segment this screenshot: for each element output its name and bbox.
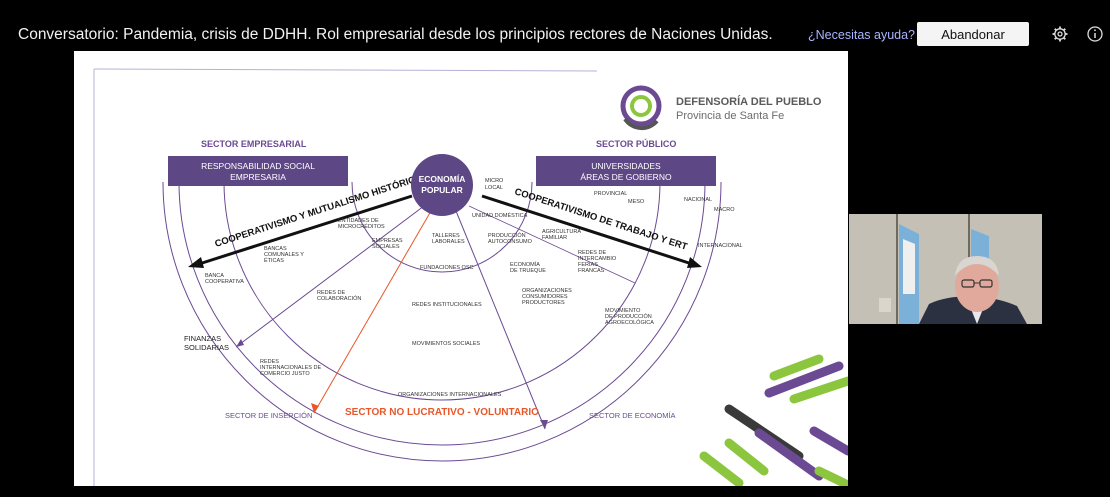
redes-intercambio-line2: INTERCAMBIO: [578, 256, 617, 262]
talleres-line2: LABORALES: [432, 239, 465, 245]
agricultura-line2: FAMILIAR: [542, 235, 567, 241]
produccion-line1: PRODUCCIÓN: [488, 232, 526, 239]
provincial-label: PROVINCIAL: [594, 191, 627, 197]
redes-intercambio-line1: REDES DE: [578, 250, 606, 256]
help-link[interactable]: ¿Necesitas ayuda?: [808, 28, 916, 42]
empresas-line1: EMPRESAS: [372, 238, 403, 244]
internacional-label: INTERNACIONAL: [698, 243, 743, 249]
mov-produccion-line2: DE PRODUCCIÓN: [605, 313, 652, 320]
finanzas-line1: FINANZAS: [184, 334, 221, 343]
universities-box: [536, 156, 716, 186]
meso-label: MESO: [628, 199, 645, 205]
economia-popular-diagram: DEFENSORÍA DEL PUEBLO Provincia de Santa…: [93, 68, 848, 486]
defensoria-logo: [620, 85, 662, 131]
mov-produccion-line3: AGROECOLÓGICA: [605, 319, 654, 326]
sector-insercion-label: SECTOR DE INSERCIÓN: [225, 411, 312, 420]
fundaciones-label: FUNDACIONES OSC: [420, 265, 474, 271]
csr-box: [168, 156, 348, 186]
logo-title: DEFENSORÍA DEL PUEBLO: [676, 95, 822, 108]
sector-economia-label: SECTOR DE ECONOMÍA: [589, 411, 676, 420]
empresas-line2: SOCIALES: [372, 244, 400, 250]
bancas-line3: ÉTICAS: [264, 257, 284, 264]
trueque-line2: DE TRUEQUE: [510, 268, 546, 274]
info-icon[interactable]: [1086, 25, 1104, 43]
center-line1: ECONOMÍA: [419, 174, 466, 184]
mov-produccion-line1: MOVIMIENTO: [605, 308, 641, 314]
bancas-line2: COMUNALES Y: [264, 252, 304, 258]
concentric-arcs: [162, 181, 722, 462]
gear-icon[interactable]: [1051, 25, 1069, 43]
banca-coop-line2: COOPERATIVA: [205, 279, 244, 285]
leave-button[interactable]: Abandonar: [917, 22, 1029, 46]
talleres-line1: TALLERES: [432, 233, 460, 239]
sector-no-lucrativo-label: SECTOR NO LUCRATIVO - VOLUNTARIO: [345, 407, 539, 418]
participant-video-feed: [849, 214, 1042, 324]
csr-box-line1: RESPONSABILIDAD SOCIAL: [201, 161, 315, 171]
decorative-stripes: [699, 354, 848, 486]
unidad-domestica-label: UNIDAD DOMÉSTICA: [472, 212, 528, 219]
frame-top-line: [93, 68, 598, 72]
economia-popular-circle: [411, 154, 473, 216]
diagram-small-labels: MICRO LOCAL PROVINCIAL MESO NACIONAL MAC…: [205, 178, 743, 398]
bancas-line1: BANCAS: [264, 246, 287, 252]
finanzas-line2: SOLIDARIAS: [184, 343, 229, 352]
universities-box-line1: UNIVERSIDADES: [591, 161, 661, 171]
redes-int-line1: REDES: [260, 359, 279, 365]
redes-colab-line2: COLABORACIÓN: [317, 295, 361, 302]
redes-institucionales-label: REDES INSTITUCIONALES: [412, 302, 482, 308]
sector-business-label: SECTOR EMPRESARIAL: [201, 139, 307, 149]
entidades-line1: ENTIDADES DE: [338, 218, 379, 224]
meeting-top-bar: Conversatorio: Pandemia, crisis de DDHH.…: [0, 0, 1110, 50]
redes-int-line3: COMERCIO JUSTO: [260, 371, 310, 377]
center-line2: POPULAR: [421, 185, 463, 195]
produccion-line2: AUTOCONSUMO: [488, 239, 533, 245]
org-consumidores-line3: PRODUCTORES: [522, 300, 565, 306]
logo-subtitle: Provincia de Santa Fe: [676, 110, 784, 122]
redes-colab-line1: REDES DE: [317, 290, 345, 296]
diagram-rays: [235, 205, 636, 430]
universities-box-line2: ÁREAS DE GOBIERNO: [580, 172, 672, 182]
nacional-label: NACIONAL: [684, 197, 712, 203]
local-label: LOCAL: [485, 185, 503, 191]
shared-slide: DEFENSORÍA DEL PUEBLO Provincia de Santa…: [74, 51, 848, 486]
trueque-line1: ECONOMÍA: [510, 261, 540, 268]
agricultura-line1: AGRICULTURA: [542, 229, 581, 235]
entidades-line2: MICROCRÉDITOS: [338, 223, 385, 230]
banca-coop-line1: BANCA: [205, 273, 224, 279]
redes-intercambio-line3: FERIAS: [578, 262, 598, 268]
sector-public-label: SECTOR PÚBLICO: [596, 138, 676, 149]
csr-box-line2: EMPRESARIA: [230, 172, 286, 182]
meeting-title: Conversatorio: Pandemia, crisis de DDHH.…: [18, 26, 773, 43]
redes-int-line2: INTERNACIONALES DE: [260, 365, 321, 371]
macro-label: MACRO: [714, 207, 735, 213]
person-video: [919, 256, 1027, 324]
micro-label: MICRO: [485, 178, 504, 184]
org-internacionales-label: ORGANIZACIONES INTERNACIONALES: [398, 392, 502, 398]
org-consumidores-line1: ORGANIZACIONES: [522, 288, 572, 294]
movimientos-sociales-label: MOVIMIENTOS SOCIALES: [412, 341, 480, 347]
redes-intercambio-line4: FRANCAS: [578, 268, 605, 274]
main-arrows: [188, 194, 702, 268]
participant-video-tile[interactable]: [849, 214, 1042, 324]
org-consumidores-line2: CONSUMIDORES: [522, 294, 568, 300]
